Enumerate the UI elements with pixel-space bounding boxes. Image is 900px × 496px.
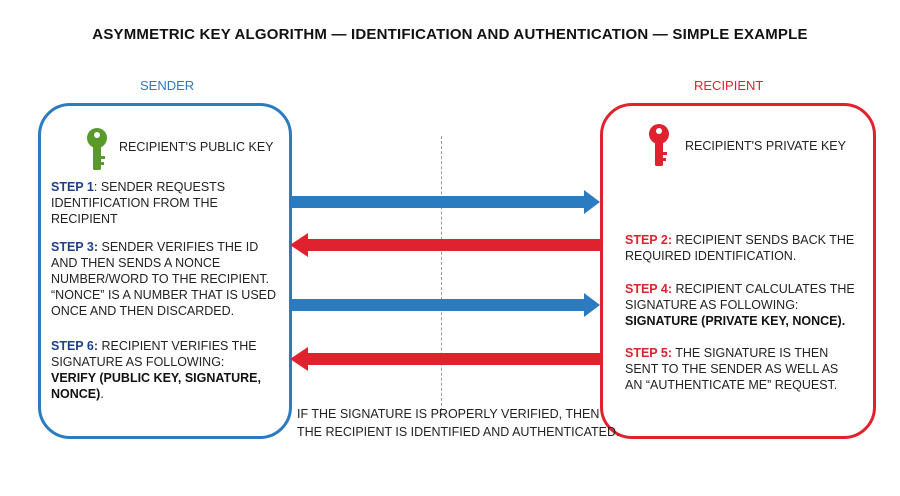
step-5-text: THE SIGNATURE IS THEN SENT TO THE SENDER… — [625, 346, 839, 392]
step-4: STEP 4: RECIPIENT CALCULATES THE SIGNATU… — [625, 281, 865, 329]
recipient-label: RECIPIENT — [694, 78, 764, 93]
recipient-panel: RECIPIENT'S PRIVATE KEY STEP 2: RECIPIEN… — [600, 103, 876, 439]
private-key-icon — [649, 124, 669, 166]
sender-panel: RECIPIENT'S PUBLIC KEY STEP 1: SENDER RE… — [38, 103, 292, 439]
footer-note: IF THE SIGNATURE IS PROPERLY VERIFIED, T… — [297, 405, 620, 441]
public-key-icon — [87, 128, 107, 170]
step-1-sep: : — [93, 180, 98, 194]
signature-formula-text: SIGNATURE (PRIVATE KEY, NONCE) — [625, 314, 842, 328]
public-key-label: RECIPIENT'S PUBLIC KEY — [119, 140, 274, 154]
step-3: STEP 3: SENDER VERIFIES THE ID AND THEN … — [51, 239, 283, 319]
signature-formula: SIGNATURE (PRIVATE KEY, NONCE). — [625, 313, 865, 329]
arrow-step-2 — [290, 233, 602, 257]
arrow-step-1 — [292, 190, 600, 214]
sender-label: SENDER — [140, 78, 195, 93]
step-3-number: STEP 3: — [51, 240, 99, 254]
step-3-text: SENDER VERIFIES THE ID AND THEN SENDS A … — [51, 240, 277, 318]
private-key-label: RECIPIENT'S PRIVATE KEY — [685, 139, 846, 153]
step-5: STEP 5: THE SIGNATURE IS THEN SENT TO TH… — [625, 345, 855, 393]
step-4-tail: . — [841, 314, 846, 328]
center-divider — [441, 136, 442, 416]
arrow-step-3 — [292, 293, 600, 317]
step-6-number: STEP 6: — [51, 339, 99, 353]
step-6-text: RECIPIENT VERIFIES THE SIGNATURE AS FOLL… — [51, 339, 257, 369]
footer-line-1: IF THE SIGNATURE IS PROPERLY VERIFIED, T… — [297, 407, 600, 421]
step-6-tail: . — [100, 387, 104, 401]
step-5-number: STEP 5: — [625, 346, 673, 360]
step-1-text: SENDER REQUESTS IDENTIFICATION FROM THE … — [51, 180, 226, 226]
arrow-step-5 — [290, 347, 602, 371]
step-2-number: STEP 2: — [625, 233, 673, 247]
step-4-number: STEP 4: — [625, 282, 673, 296]
step-2: STEP 2: RECIPIENT SENDS BACK THE REQUIRE… — [625, 232, 857, 264]
footer-line-2: THE RECIPIENT IS IDENTIFIED AND AUTHENTI… — [297, 425, 620, 439]
step-1-number: STEP 1 — [51, 180, 94, 194]
step-4-text: RECIPIENT CALCULATES THE SIGNATURE AS FO… — [625, 282, 855, 312]
diagram-title: ASYMMETRIC KEY ALGORITHM — IDENTIFICATIO… — [92, 26, 808, 43]
step-6: STEP 6: RECIPIENT VERIFIES THE SIGNATURE… — [51, 338, 269, 402]
step-1: STEP 1: SENDER REQUESTS IDENTIFICATION F… — [51, 179, 271, 227]
verify-formula: VERIFY (PUBLIC KEY, SIGNATURE, NONCE) — [51, 371, 261, 401]
step-2-text: RECIPIENT SENDS BACK THE REQUIRED IDENTI… — [625, 233, 855, 263]
